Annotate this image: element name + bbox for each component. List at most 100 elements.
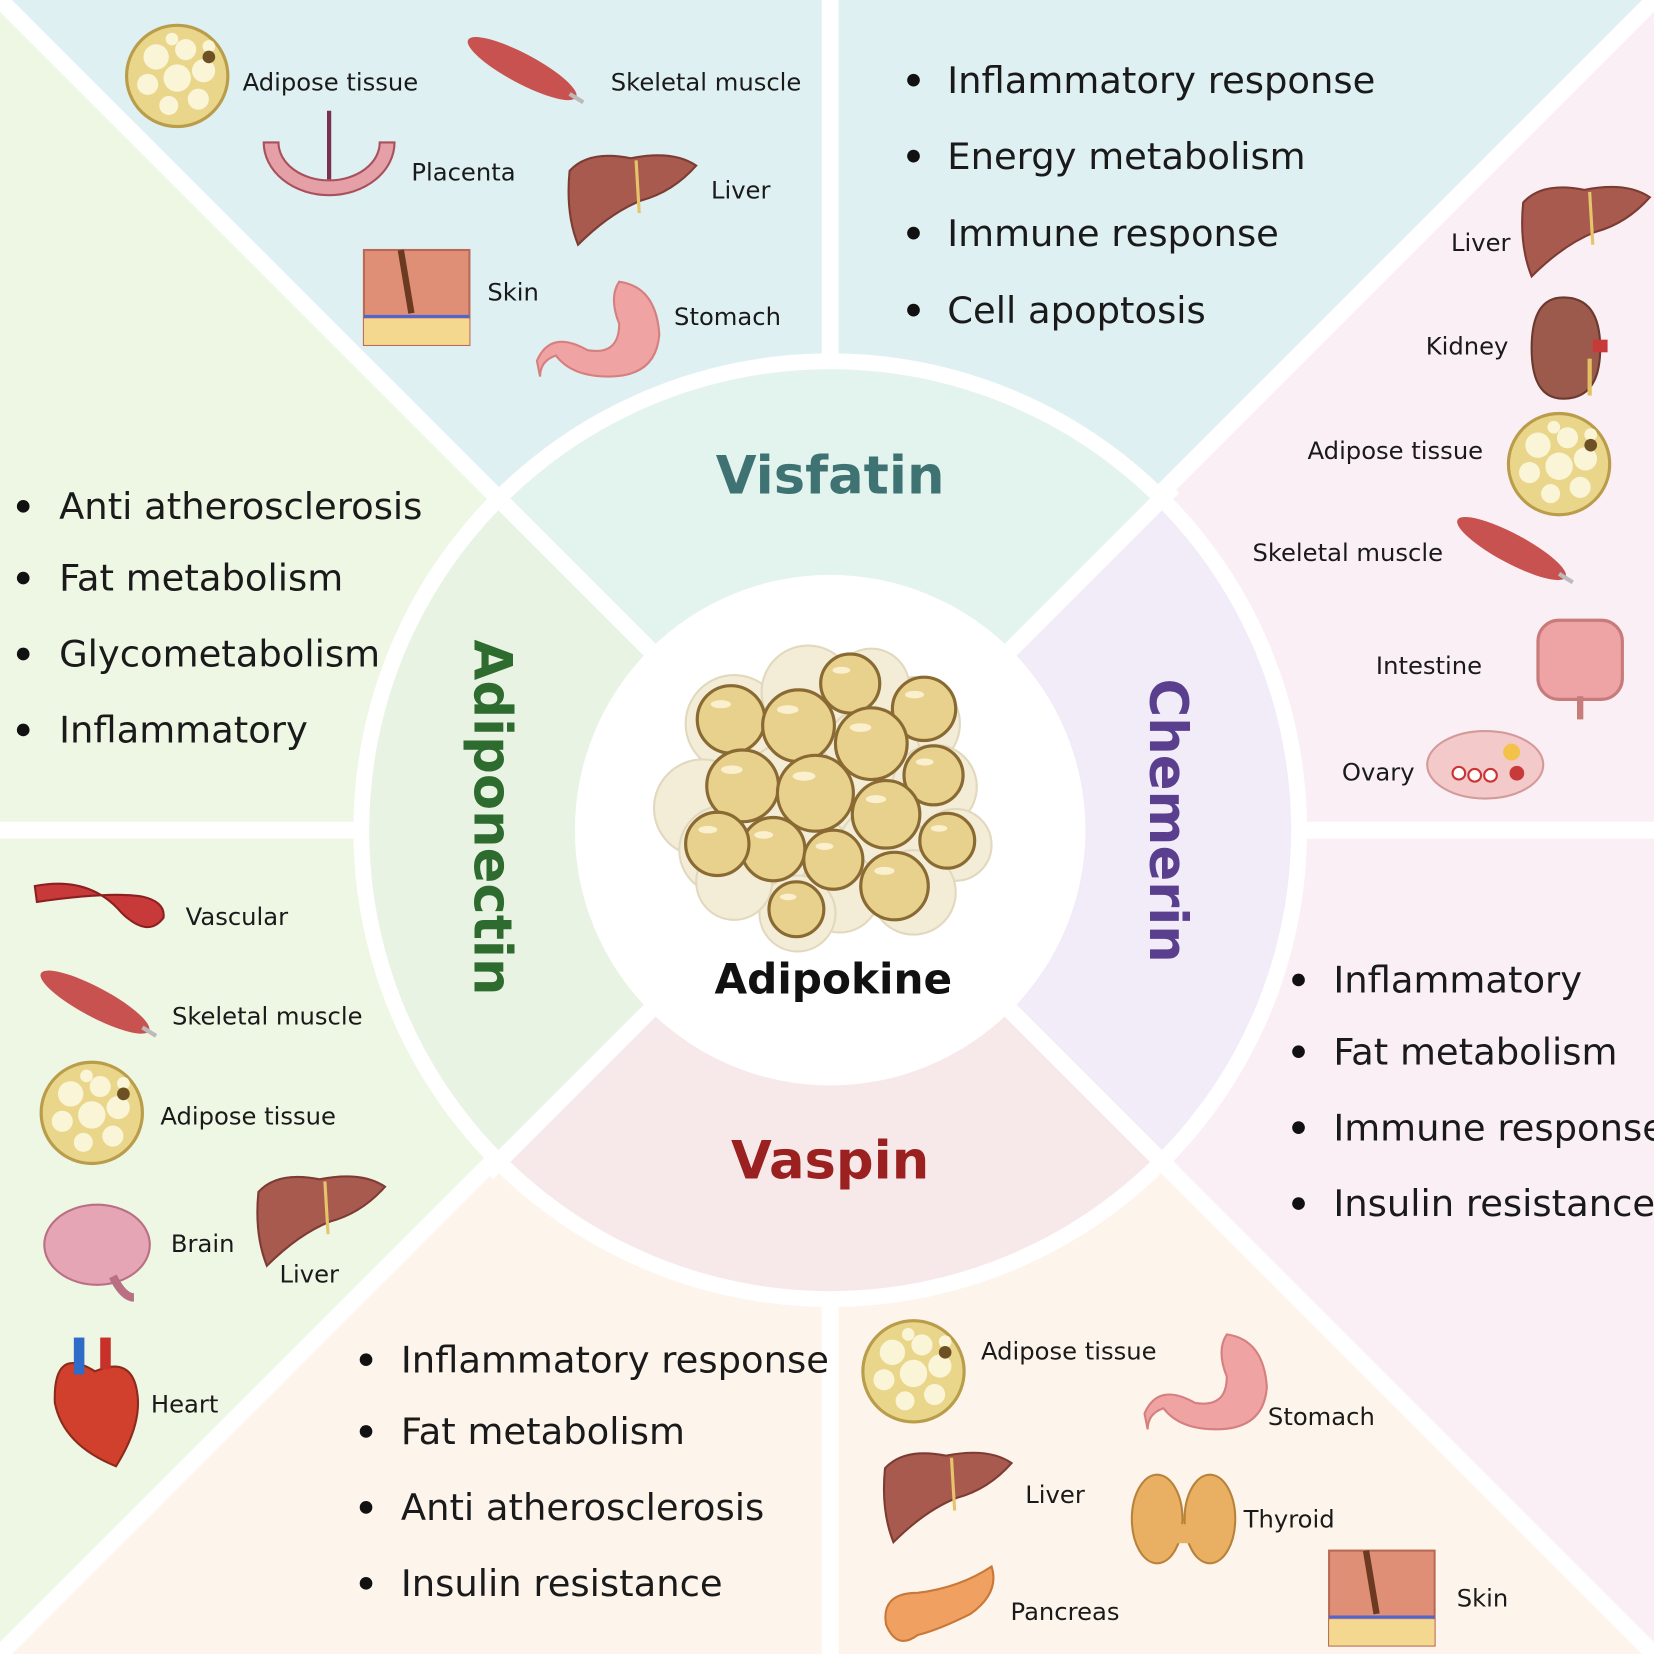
organ-item: Liver xyxy=(256,1175,387,1289)
organ-label: Brain xyxy=(171,1229,235,1258)
organ-item: Adipose tissue xyxy=(39,1060,336,1166)
organ-item: Skin xyxy=(362,248,539,346)
muscle-icon xyxy=(40,970,158,1038)
bullet xyxy=(907,149,920,163)
bullet xyxy=(16,499,30,513)
organ-label: Liver xyxy=(1025,1480,1085,1509)
adipose-icon xyxy=(39,1060,144,1166)
function-label: Cell apoptosis xyxy=(947,289,1206,332)
organ-item: Placenta xyxy=(262,110,516,197)
bullet xyxy=(907,73,920,87)
list-item: Immune response xyxy=(1292,1106,1654,1149)
function-label: Fat metabolism xyxy=(1333,1030,1617,1073)
function-label: Anti atherosclerosis xyxy=(59,485,422,528)
organ-label: Adipose tissue xyxy=(243,68,419,97)
bullet xyxy=(359,1501,373,1514)
organ-label: Intestine xyxy=(1376,651,1482,680)
function-label: Energy metabolism xyxy=(947,135,1305,178)
kidney-icon xyxy=(1530,296,1608,400)
pancreas-icon xyxy=(884,1564,995,1642)
adipose-icon xyxy=(1506,411,1612,517)
organ-item: Adipose tissue xyxy=(861,1319,1157,1424)
function-label: Fat metabolism xyxy=(401,1410,685,1453)
organ-label: Liver xyxy=(711,175,771,204)
list-item: Fat metabolism xyxy=(16,557,343,600)
organ-item: Skeletal muscle xyxy=(467,37,801,105)
skin-icon xyxy=(362,248,471,346)
function-label: Inflammatory response xyxy=(947,59,1375,102)
organ-label: Placenta xyxy=(411,157,515,186)
list-item: Fat metabolism xyxy=(359,1410,685,1453)
list-item: Inflammatory response xyxy=(359,1338,829,1381)
adipokine-ring xyxy=(353,353,1307,1307)
bullet xyxy=(1292,973,1305,987)
organ-label: Liver xyxy=(280,1260,340,1289)
ring-segment-vaspin xyxy=(504,1009,1157,1292)
organ-label: Skin xyxy=(1457,1584,1509,1613)
stomach-icon xyxy=(1143,1333,1268,1431)
organ-item: Stomach xyxy=(535,280,781,378)
list-item: Inflammatory xyxy=(1292,959,1582,1002)
list-item: Cell apoptosis xyxy=(907,289,1206,332)
organ-label: Skeletal muscle xyxy=(172,1001,363,1030)
list-item: Anti atherosclerosis xyxy=(16,485,422,528)
bullet xyxy=(16,647,30,661)
function-label: Immune response xyxy=(947,212,1279,255)
ring-label-visfatin: Visfatin xyxy=(716,446,945,507)
muscle-icon xyxy=(467,37,585,105)
organ-item: Skeletal muscle xyxy=(1252,516,1574,585)
organ-label: Adipose tissue xyxy=(981,1337,1157,1366)
center-label: Adipokine xyxy=(715,955,953,1004)
function-label: Glycometabolism xyxy=(59,633,380,676)
liver-icon xyxy=(567,154,698,247)
organ-item: Heart xyxy=(53,1337,218,1468)
adipose-icon xyxy=(124,23,230,129)
organ-item: Ovary xyxy=(1342,729,1545,800)
bullet xyxy=(1292,1197,1305,1210)
organ-item: Skeletal muscle xyxy=(40,970,363,1038)
organ-label: Pancreas xyxy=(1011,1597,1120,1626)
stomach-icon xyxy=(535,280,661,378)
muscle-icon xyxy=(1457,516,1574,585)
liver-icon xyxy=(882,1451,1014,1545)
organ-item: Adipose tissue xyxy=(124,23,419,129)
organ-label: Thyroid xyxy=(1243,1504,1335,1533)
function-label: Inflammatory response xyxy=(401,1338,829,1381)
organ-label: Kidney xyxy=(1426,331,1509,360)
organ-label: Vascular xyxy=(186,902,288,931)
list-item: Immune response xyxy=(907,212,1279,255)
organ-label: Ovary xyxy=(1342,758,1415,787)
organ-label: Stomach xyxy=(1268,1402,1375,1431)
function-label: Immune response xyxy=(1333,1106,1654,1149)
adipose-cell-cluster-icon xyxy=(652,644,993,953)
organ-item: Intestine xyxy=(1376,618,1624,720)
bullet xyxy=(359,1576,373,1590)
list-item: Insulin resistance xyxy=(359,1562,723,1605)
organ-item: Pancreas xyxy=(884,1564,1120,1642)
list-item: Anti atherosclerosis xyxy=(359,1486,764,1529)
organ-item: Liver xyxy=(1451,185,1652,279)
bullet xyxy=(16,723,30,737)
intestine-icon xyxy=(1536,618,1624,720)
organ-label: Liver xyxy=(1451,228,1511,257)
ring-segment-chemerin xyxy=(1009,504,1292,1157)
organ-label: Skeletal muscle xyxy=(1252,538,1443,567)
ring-label-vaspin: Vaspin xyxy=(731,1130,929,1191)
organ-item: Adipose tissue xyxy=(1308,411,1612,517)
list-item: Insulin resistance xyxy=(1292,1182,1654,1225)
skin-icon xyxy=(1328,1549,1436,1647)
ring-label-chemerin: Chemerin xyxy=(1137,678,1198,962)
list-item: Glycometabolism xyxy=(16,633,380,676)
organ-label: Adipose tissue xyxy=(1308,436,1484,465)
function-label: Insulin resistance xyxy=(1333,1182,1654,1225)
organ-item: Thyroid xyxy=(1130,1473,1335,1565)
ring-label-adiponectin: Adiponectin xyxy=(462,639,523,995)
function-label: Inflammatory xyxy=(59,709,308,752)
organ-label: Adipose tissue xyxy=(160,1101,336,1130)
organ-item: Skin xyxy=(1328,1549,1509,1647)
list-item: Fat metabolism xyxy=(1292,1030,1617,1073)
